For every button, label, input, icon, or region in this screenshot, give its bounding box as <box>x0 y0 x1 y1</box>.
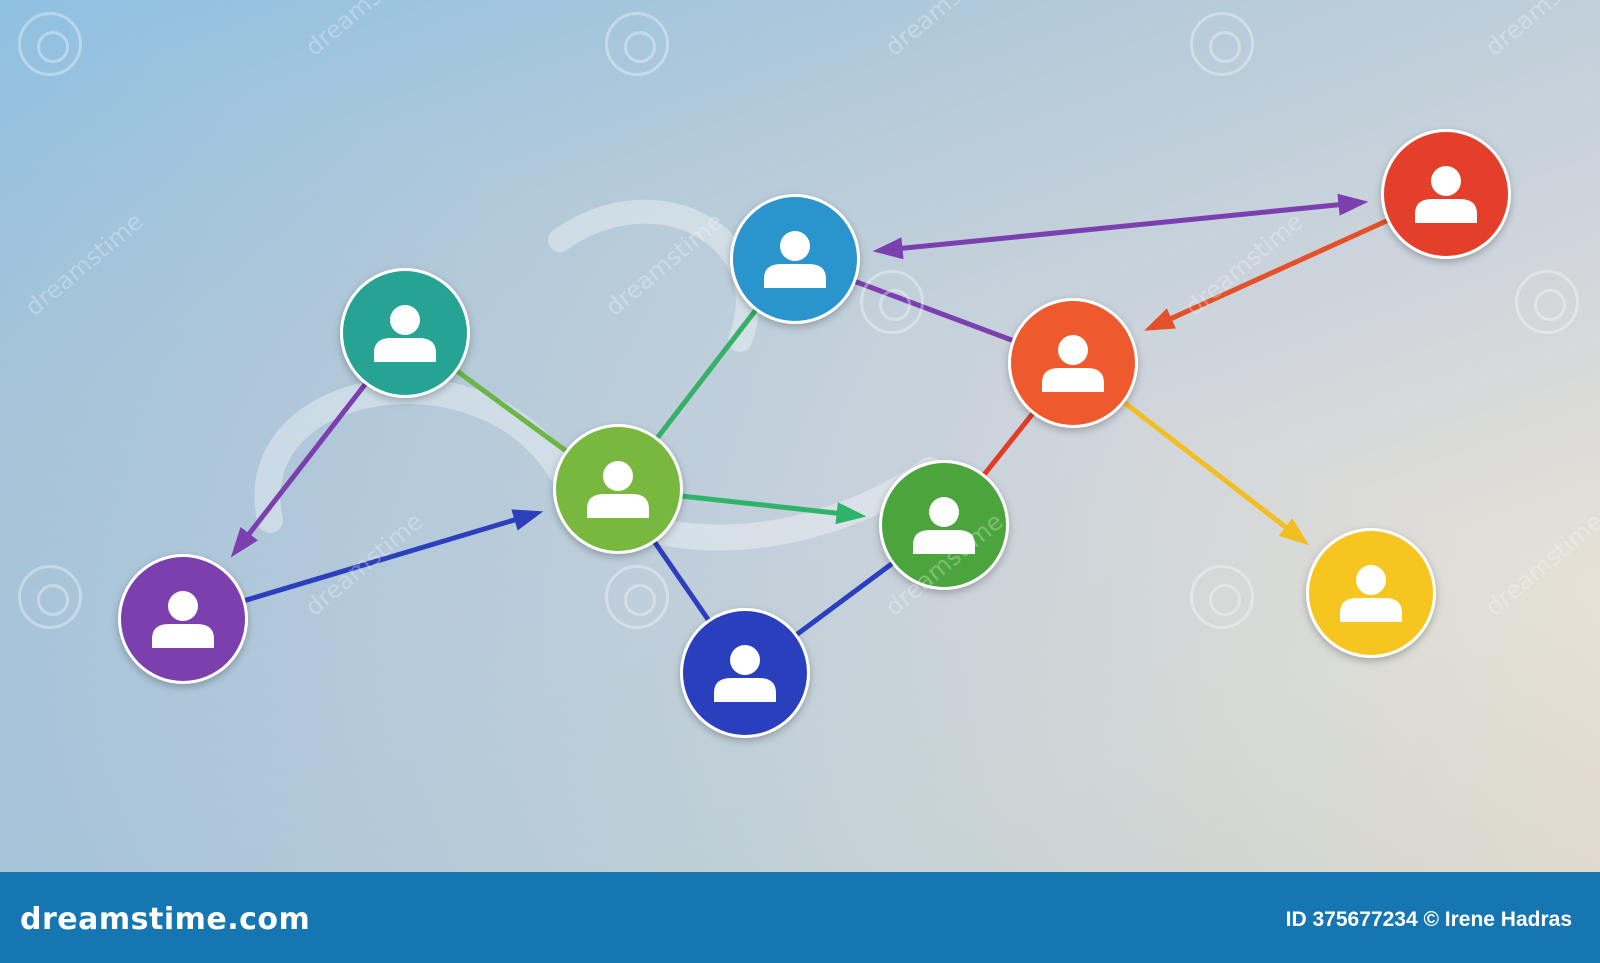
user-icon-head <box>780 231 810 261</box>
user-icon-head <box>1431 166 1461 196</box>
watermark-spiral-icon <box>18 12 82 76</box>
edge-line <box>237 514 527 605</box>
user-icon <box>714 645 776 702</box>
watermark-spiral-icon <box>1515 270 1579 334</box>
user-icon-body <box>1415 199 1477 223</box>
arrowhead <box>872 237 904 260</box>
user-icon-body <box>374 338 436 362</box>
edge-line <box>890 201 1351 252</box>
arrowhead <box>230 526 258 558</box>
arrowhead <box>835 502 867 525</box>
edge-line <box>450 365 573 457</box>
edge-teal-purple <box>230 377 371 558</box>
edge-orange-yellow <box>1117 397 1310 546</box>
edge-line <box>790 558 899 640</box>
node-red[interactable] <box>1381 129 1511 259</box>
user-icon-body <box>1042 368 1104 392</box>
node-light-green[interactable] <box>553 424 683 554</box>
user-icon <box>913 497 975 554</box>
user-icon-head <box>168 591 198 621</box>
user-icon <box>1415 166 1477 223</box>
user-icon-body <box>714 678 776 702</box>
edge-green-orange <box>978 407 1039 481</box>
user-icon-head <box>603 461 633 491</box>
edge-line <box>652 304 761 444</box>
watermark-spiral-icon <box>1190 12 1254 76</box>
user-icon-head <box>730 645 760 675</box>
user-icon-body <box>764 264 826 288</box>
edge-line <box>978 407 1039 481</box>
watermark-spiral-icon <box>605 12 669 76</box>
edge-line <box>675 493 850 517</box>
node-navy[interactable] <box>680 608 810 738</box>
edge-light_green-navy <box>649 535 714 627</box>
user-icon <box>587 461 649 518</box>
node-sky-blue[interactable] <box>730 194 860 324</box>
edge-navy-green <box>790 558 899 640</box>
edge-purple-light_green <box>237 509 544 605</box>
node-green[interactable] <box>879 460 1009 590</box>
watermark-spiral-icon <box>18 565 82 629</box>
user-icon-body <box>1340 598 1402 622</box>
user-icon-body <box>152 624 214 648</box>
user-icon <box>374 305 436 362</box>
user-icon-head <box>929 497 959 527</box>
arrowhead <box>1337 193 1369 216</box>
watermark-spiral-icon <box>860 270 924 334</box>
edge-line <box>1159 216 1394 326</box>
arrowhead <box>1144 308 1176 331</box>
user-icon <box>764 231 826 288</box>
user-icon-body <box>913 530 975 554</box>
node-orange[interactable] <box>1008 298 1138 428</box>
node-purple[interactable] <box>118 554 248 684</box>
user-icon-body <box>587 494 649 518</box>
edge-light_green-green <box>675 493 867 525</box>
user-icon <box>1340 565 1402 622</box>
watermark-spiral-icon <box>1190 565 1254 629</box>
connection-lines <box>230 193 1394 640</box>
footer-bar: dreamstime.com ID 375677234 © Irene Hadr… <box>0 872 1600 963</box>
user-nodes <box>118 129 1511 738</box>
edge-red-orange <box>1144 216 1394 331</box>
network-diagram <box>118 129 1511 738</box>
watermark-spiral-icon <box>605 565 669 629</box>
edge-line <box>240 377 371 545</box>
user-icon-head <box>390 305 420 335</box>
node-yellow[interactable] <box>1306 528 1436 658</box>
arrowhead <box>1278 518 1310 546</box>
arrowhead <box>511 509 544 531</box>
edge-sky_blue-red <box>872 193 1369 260</box>
footer-brand[interactable]: dreamstime.com <box>20 902 311 937</box>
user-icon <box>1042 335 1104 392</box>
edge-light_green-sky_blue <box>652 304 761 444</box>
footer-credit: ID 375677234 © Irene Hadras <box>1285 908 1572 931</box>
edge-teal-light_green <box>450 365 573 457</box>
edge-line <box>1117 397 1296 536</box>
user-icon-head <box>1058 335 1088 365</box>
edge-line <box>649 535 714 627</box>
user-icon <box>152 591 214 648</box>
user-icon-head <box>1356 565 1386 595</box>
node-teal[interactable] <box>340 268 470 398</box>
